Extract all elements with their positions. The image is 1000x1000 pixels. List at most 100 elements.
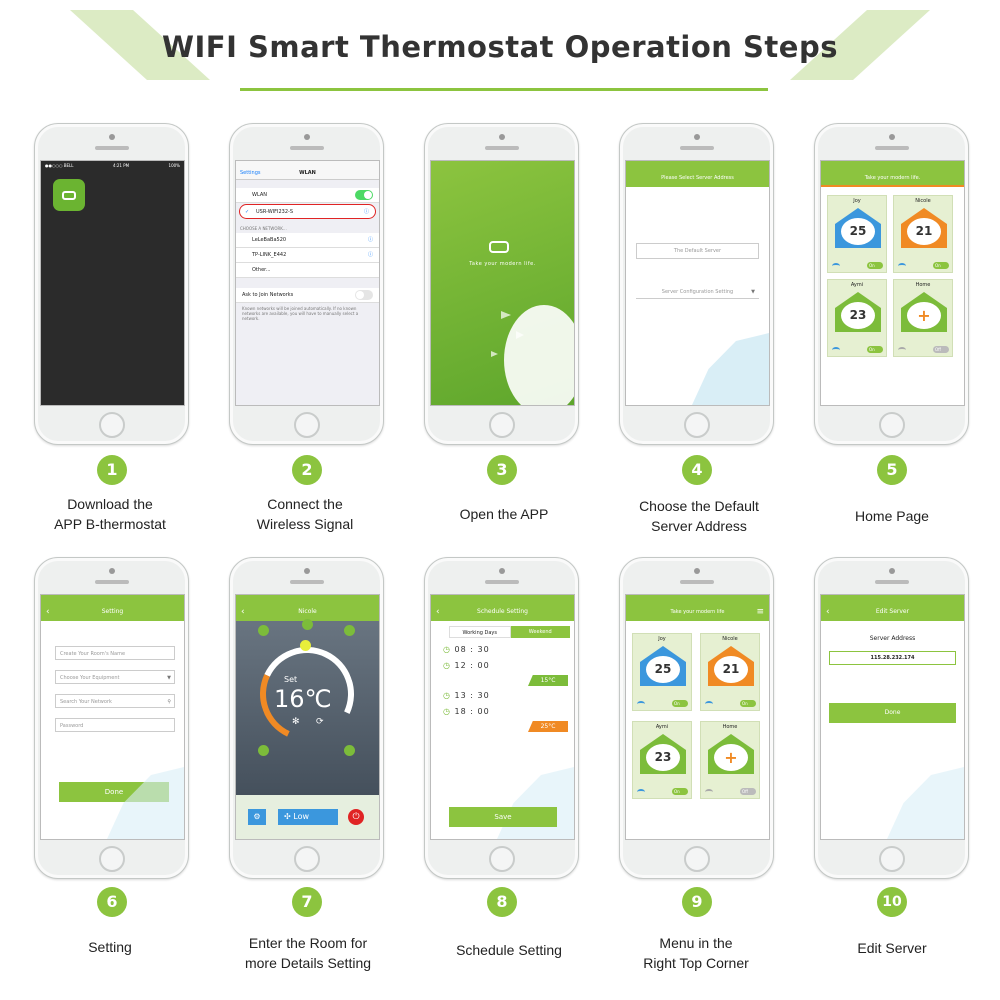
phone-screen: ‹ Edit Server Server Address 115.28.232.…: [820, 594, 965, 840]
status-bar: [236, 595, 379, 603]
back-arrow-icon[interactable]: ‹: [46, 607, 50, 617]
network-search-input[interactable]: Search Your Network⚲: [55, 694, 175, 708]
power-toggle[interactable]: On: [672, 788, 688, 795]
default-server-option[interactable]: The Default Server: [636, 243, 759, 259]
header: WIFI Smart Thermostat Operation Steps: [0, 0, 1000, 100]
power-toggle[interactable]: Off: [740, 788, 756, 795]
back-arrow-icon[interactable]: ‹: [826, 607, 830, 617]
nav-bar: ‹ Setting: [41, 603, 184, 621]
add-room-tile[interactable]: Home + Off: [893, 279, 953, 357]
add-icon: +: [907, 302, 941, 329]
ask-join-toggle[interactable]: [355, 290, 373, 300]
add-room-tile[interactable]: Home + Off: [700, 721, 760, 799]
server-address-input[interactable]: 115.28.232.174: [829, 651, 956, 665]
equipment-select[interactable]: Choose Your Equipment▼: [55, 670, 175, 684]
server-config-label: Server Configuration Setting: [661, 289, 734, 295]
save-button[interactable]: Save: [449, 807, 557, 827]
room-temperature: 25: [646, 656, 680, 683]
room-tile[interactable]: Nicole 21 On: [893, 195, 953, 273]
wlan-toggle[interactable]: [355, 190, 373, 200]
password-input[interactable]: Password: [55, 718, 175, 732]
home-button[interactable]: [879, 412, 905, 438]
info-icon[interactable]: ⓘ: [367, 237, 373, 243]
nav-title: Edit Server: [875, 608, 910, 615]
home-button[interactable]: [99, 412, 125, 438]
room-tile[interactable]: Aymi 23 On: [827, 279, 887, 357]
room-tile[interactable]: Joy 25 On: [632, 633, 692, 711]
schedule-row[interactable]: ◷ 13 : 30: [431, 688, 574, 704]
temperature-tag[interactable]: 25°C: [528, 721, 568, 732]
hand-icon[interactable]: [258, 625, 269, 636]
menu-icon[interactable]: ≡: [756, 607, 764, 617]
fan-speed-button[interactable]: ✣ Low: [278, 809, 338, 825]
home-button[interactable]: [489, 412, 515, 438]
home-button[interactable]: [294, 412, 320, 438]
room-tile[interactable]: Joy 25 On: [827, 195, 887, 273]
mode-button[interactable]: ⚙: [248, 809, 266, 825]
caption-line: more Details Setting: [244, 955, 372, 971]
temperature-tag[interactable]: 15°C: [528, 675, 568, 686]
dial-knob[interactable]: [300, 640, 311, 651]
schedule-row[interactable]: ◷ 08 : 30: [431, 642, 574, 658]
home-button[interactable]: [489, 846, 515, 872]
schedule-row[interactable]: ◷ 12 : 00: [431, 658, 574, 674]
back-arrow-icon[interactable]: ‹: [436, 607, 440, 617]
schedule-time: 08 : 30: [454, 645, 490, 654]
power-button[interactable]: ⏻: [348, 809, 364, 825]
search-icon: ⚲: [167, 699, 171, 705]
other-network-row[interactable]: Other...: [236, 263, 379, 278]
power-toggle[interactable]: On: [740, 700, 756, 707]
home-button[interactable]: [879, 846, 905, 872]
room-name-input[interactable]: Create Your Room's Name: [55, 646, 175, 660]
room-name: Home: [722, 724, 738, 730]
home-button[interactable]: [684, 412, 710, 438]
room-tile[interactable]: Nicole 21 On: [700, 633, 760, 711]
schedule-icon[interactable]: [258, 745, 269, 756]
home-button[interactable]: [684, 846, 710, 872]
schedule-row[interactable]: ◷ 18 : 00: [431, 704, 574, 720]
speaker-grille: [290, 580, 324, 584]
connected-network-row[interactable]: ✓ USR-WIFI232-S ⓘ: [239, 204, 376, 219]
speaker-grille: [680, 580, 714, 584]
wifi-icon: [637, 701, 645, 707]
power-toggle[interactable]: On: [867, 346, 883, 353]
back-arrow-icon[interactable]: ‹: [241, 607, 245, 617]
leaf-icon[interactable]: [344, 625, 355, 636]
connected-network-name: USR-WIFI232-S: [256, 209, 293, 215]
power-toggle[interactable]: Off: [933, 346, 949, 353]
phone-frame: Take your modern life. Joy 25 On Nicole …: [814, 123, 969, 445]
home-button[interactable]: [99, 846, 125, 872]
step-number-badge: 3: [487, 455, 517, 485]
camera-icon: [304, 568, 310, 574]
app-icon[interactable]: [53, 179, 85, 211]
step-number-badge: 9: [682, 887, 712, 917]
info-icon[interactable]: ⓘ: [367, 252, 373, 258]
speaker-grille: [95, 580, 129, 584]
set-label: Set: [284, 675, 298, 684]
power-toggle[interactable]: On: [867, 262, 883, 269]
settings-icon[interactable]: [302, 619, 313, 630]
clock-icon: ◷: [443, 645, 451, 654]
power-toggle[interactable]: On: [672, 700, 688, 707]
splash-decoration: [504, 305, 574, 405]
phone-screen: Please Select Server Address The Default…: [625, 160, 770, 406]
caption-line: Wireless Signal: [256, 516, 354, 532]
info-icon[interactable]: ⓘ: [363, 209, 369, 215]
home-button[interactable]: [294, 846, 320, 872]
room-tile[interactable]: Aymi 23 On: [632, 721, 692, 799]
tab-weekend[interactable]: Weekend: [510, 626, 570, 638]
back-button[interactable]: Settings: [240, 170, 261, 176]
power-toggle[interactable]: On: [933, 262, 949, 269]
server-config-select[interactable]: Server Configuration Setting ▼: [636, 285, 759, 299]
lock-icon[interactable]: [344, 745, 355, 756]
step-number-badge: 5: [877, 455, 907, 485]
nav-title: Nicole: [298, 608, 317, 615]
clock-icon: ◷: [443, 691, 451, 700]
done-button[interactable]: Done: [829, 703, 956, 723]
tab-working-days[interactable]: Working Days: [449, 626, 511, 638]
caption-line: Setting: [88, 939, 132, 955]
